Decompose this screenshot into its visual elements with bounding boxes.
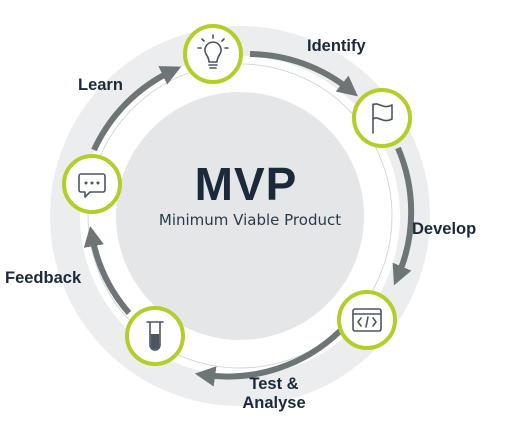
arrow-identify-to-develop — [392, 146, 415, 286]
step-label-develop: Develop — [412, 220, 476, 238]
arrow-develop-to-test — [194, 328, 343, 387]
step-node-test — [125, 306, 185, 366]
step-label-identify: Identify — [307, 37, 366, 55]
step-node-learn-circle — [183, 24, 243, 84]
chat-bubble-icon — [78, 173, 106, 198]
flag-icon — [372, 103, 393, 134]
arrow-feedback-to-learn — [91, 66, 182, 152]
step-node-learn — [183, 24, 243, 84]
lightbulb-icon — [197, 34, 229, 69]
diagram-title: MVP — [195, 158, 298, 210]
step-node-develop — [337, 290, 397, 350]
cycle-arrows — [83, 51, 415, 387]
code-window-icon — [352, 308, 382, 332]
center-disc — [116, 92, 364, 340]
step-label-test-line2: Analyse — [242, 394, 305, 412]
step-node-identify-circle — [352, 88, 412, 148]
arrow-learn-to-identify — [249, 51, 358, 97]
step-node-identify — [352, 88, 412, 148]
diagram-subtitle: Minimum Viable Product — [159, 211, 341, 229]
step-label-feedback: Feedback — [5, 269, 82, 287]
step-label-test-line1: Test & — [249, 375, 298, 393]
step-node-feedback — [62, 154, 122, 214]
step-label-learn: Learn — [78, 76, 123, 94]
test-tube-icon — [146, 321, 164, 351]
arrow-test-to-feedback — [83, 225, 132, 315]
